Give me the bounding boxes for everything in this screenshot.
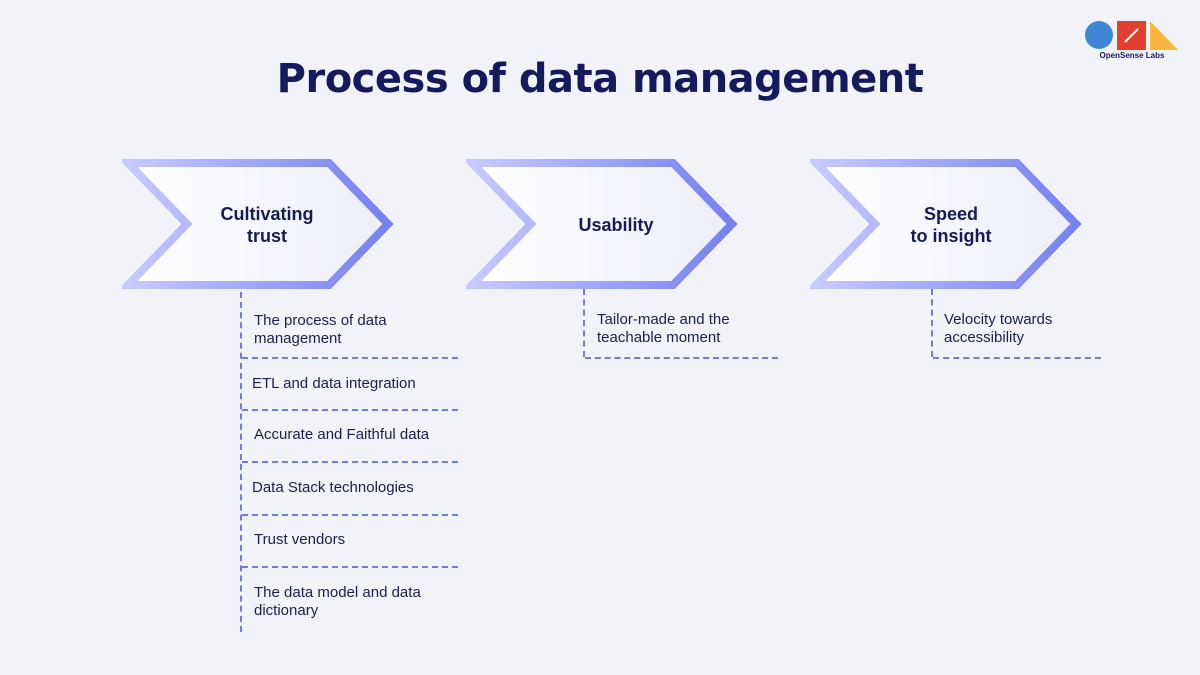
stage-chevron-cultivating-trust: Cultivating trust [122,158,397,291]
stage-chevron-speed-to-insight: Speed to insight [810,158,1085,291]
logo-triangle-icon [1150,21,1178,50]
stage-3-connector-line [931,289,933,357]
list-item: Velocity towards accessibility [944,311,1053,346]
divider [242,566,458,568]
stage-label: Speed to insight [910,203,992,246]
divider [242,461,458,463]
page-title: Process of data management [276,56,924,102]
list-item: The process of data management [254,312,387,347]
stage-1-connector-line [240,292,242,632]
logo-circle-icon [1085,21,1113,49]
logo-text: OpenSense Labs [1099,51,1165,60]
divider [242,514,458,516]
stage-2-connector-line [583,289,585,357]
divider [585,357,778,359]
list-item: ETL and data integration [252,375,416,392]
stage-chevron-usability: Usability [466,158,741,291]
list-item: Data Stack technologies [252,479,414,496]
divider [242,357,458,359]
list-item: The data model and data dictionary [254,584,421,619]
list-item: Tailor-made and the teachable moment [597,311,730,346]
list-item: Accurate and Faithful data [254,426,430,443]
divider [242,409,458,411]
stage-label: Cultivating trust [220,203,314,246]
divider [933,357,1101,359]
opensense-labs-logo: OpenSense Labs [1084,20,1180,64]
list-item: Trust vendors [254,531,346,548]
stage-label: Usability [578,214,654,235]
